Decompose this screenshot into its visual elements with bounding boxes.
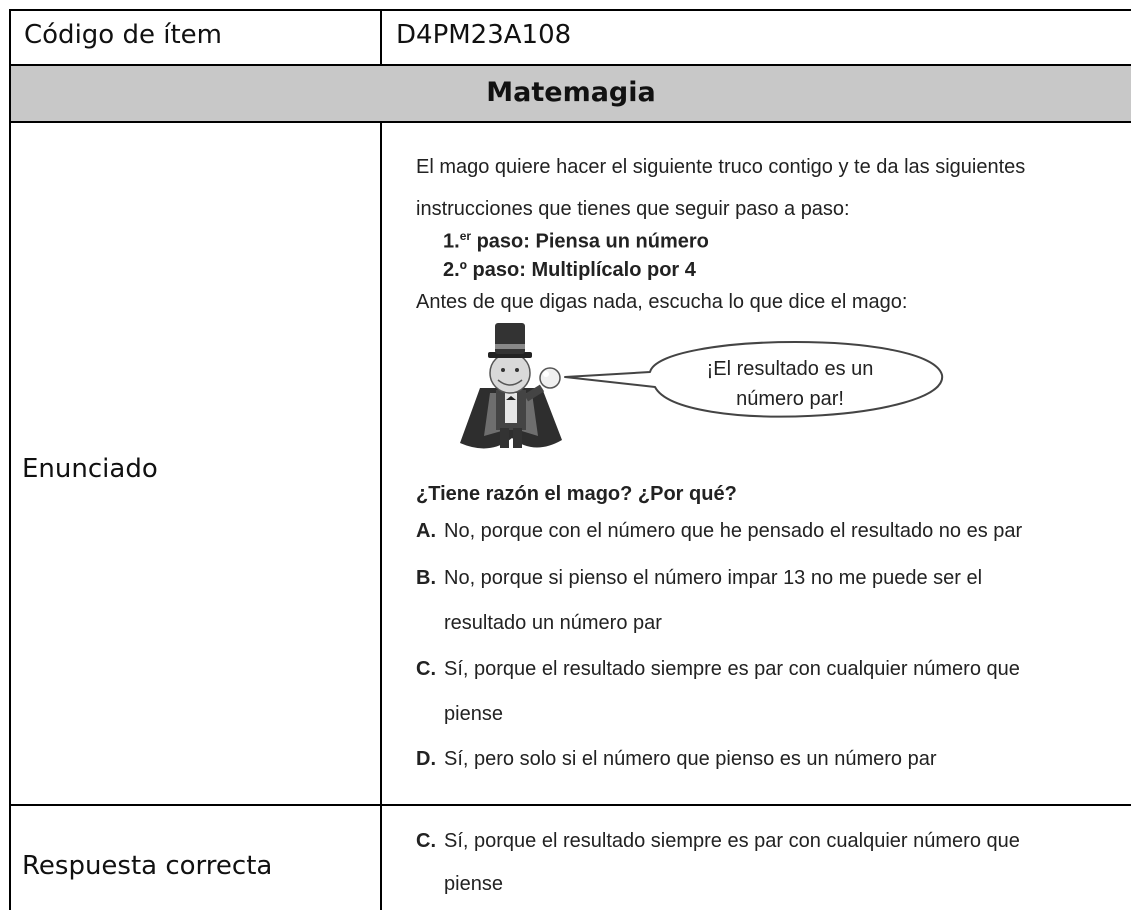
- speech-bubble: [564, 341, 944, 418]
- item-code-value: D4PM23A108: [396, 20, 572, 50]
- title-bar: Matemagia: [11, 65, 1131, 121]
- step-2: 2.º paso: Multiplícalo por 4: [443, 259, 696, 281]
- option-c: C.Sí, porque el resultado siempre es par…: [416, 658, 1020, 680]
- option-a: A.No, porque con el número que he pensad…: [416, 520, 1023, 542]
- magician-illustration: [460, 323, 562, 449]
- question: ¿Tiene razón el mago? ¿Por qué?: [416, 483, 737, 505]
- respuesta-answer-cont: piense: [444, 873, 503, 895]
- respuesta-answer: C.Sí, porque el resultado siempre es par…: [416, 830, 1020, 852]
- step-1: 1.er paso: Piensa un número: [443, 229, 709, 253]
- bubble-text: ¡El resultado es un número par!: [706, 358, 874, 410]
- intro-line-1: El mago quiere hacer el siguiente truco …: [416, 156, 1026, 178]
- enunciado-label: Enunciado: [22, 454, 158, 484]
- option-b: B.No, porque si pienso el número impar 1…: [416, 567, 983, 589]
- before-text: Antes de que digas nada, escucha lo que …: [416, 291, 908, 313]
- option-b-cont: resultado un número par: [444, 612, 662, 634]
- item-code-label: Código de ítem: [24, 20, 222, 50]
- respuesta-label: Respuesta correcta: [22, 851, 273, 881]
- option-c-cont: piense: [444, 703, 503, 725]
- item-title: Matemagia: [486, 77, 656, 108]
- option-d: D.Sí, pero solo si el número que pienso …: [416, 748, 937, 770]
- intro-line-2: instrucciones que tienes que seguir paso…: [416, 198, 850, 220]
